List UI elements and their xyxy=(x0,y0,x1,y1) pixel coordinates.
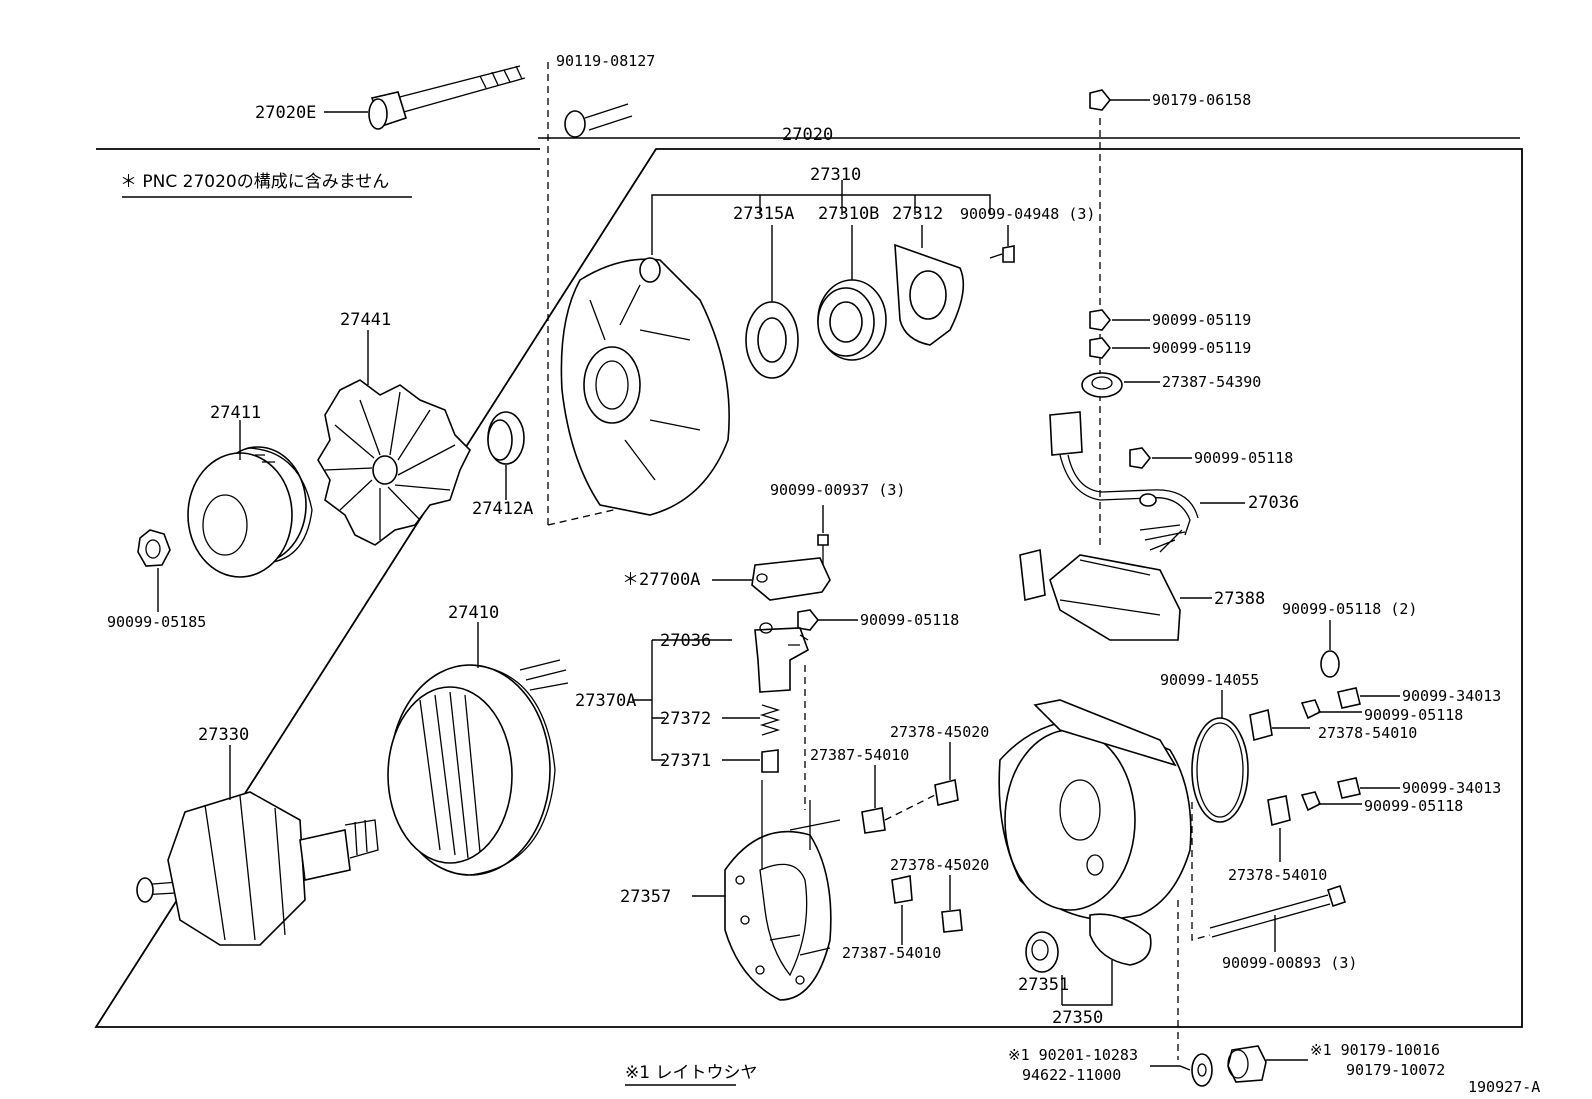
label-90099-34013-b: 90099-34013 xyxy=(1402,779,1501,797)
stator-27410 xyxy=(387,659,569,876)
nut-90099-05185 xyxy=(137,529,171,612)
bushing-27378-54010-b xyxy=(1267,795,1291,827)
nut-90099-05118-a xyxy=(1129,447,1152,469)
note-not-included: ＊ PNC 27020の構成に含みません xyxy=(120,172,389,192)
o-ring-90099-14055 xyxy=(1191,717,1249,823)
label-90099-14055: 90099-14055 xyxy=(1160,671,1259,689)
label-90179-10072: 90179-10072 xyxy=(1346,1061,1445,1079)
label-90099-05118-d: 90099-05118 xyxy=(1364,706,1463,724)
label-27387-54010-a: 27387-54010 xyxy=(810,746,909,764)
label-27312: 27312 xyxy=(892,204,943,224)
label-27036-b: 27036 xyxy=(660,631,711,651)
rectifier-27357 xyxy=(724,780,841,1001)
label-27387-54010-b: 27387-54010 xyxy=(842,944,941,962)
label-90099-05118-a: 90099-05118 xyxy=(1194,449,1293,467)
label-27412A: 27412A xyxy=(472,499,533,519)
label-27036-a: 27036 xyxy=(1248,493,1299,513)
rectifier-end-frame-27350 xyxy=(998,699,1192,966)
label-27020: 27020 xyxy=(782,125,833,145)
spring-27372 xyxy=(759,704,781,736)
nut-90099-05119-a xyxy=(1089,309,1112,331)
label-90099-00937: 90099-00937 (3) xyxy=(770,481,905,499)
label-90099-05118-c: 90099-05118 (2) xyxy=(1282,600,1417,618)
label-90179-06158: 90179-06158 xyxy=(1152,91,1251,109)
label-90099-05118-b: 90099-05118 xyxy=(860,611,959,629)
label-27372: 27372 xyxy=(660,709,711,729)
retainer-plate-27312 xyxy=(894,225,965,346)
nut-90099-05118-d xyxy=(1300,699,1322,720)
rear-cover-27388 xyxy=(1019,549,1181,641)
rotor-27330 xyxy=(136,791,379,946)
label-90119-08127: 90119-08127 xyxy=(556,52,655,70)
label-27330: 27330 xyxy=(198,725,249,745)
insulator-27387-54010-a xyxy=(861,807,886,834)
label-27700A: ＊27700A xyxy=(622,570,700,590)
collar-27412A xyxy=(487,411,525,500)
brush-holder-27036 xyxy=(754,622,809,693)
brush-27371 xyxy=(761,749,779,773)
drive-end-frame-27310 xyxy=(560,257,730,516)
screw-90099-04948 xyxy=(989,225,1015,263)
label-90179-10016: ※1 90179-10016 xyxy=(1310,1041,1440,1059)
bushing-27378-54010-a xyxy=(1249,708,1273,742)
note-frozen-type: ※1 レイトウシヤ xyxy=(625,1063,757,1083)
label-27387-54390: 27387-54390 xyxy=(1162,373,1261,391)
label-27357: 27357 xyxy=(620,887,671,907)
label-27371: 27371 xyxy=(660,751,711,771)
washer-90099-05118-c xyxy=(1320,650,1340,678)
nut-90099-34013-b xyxy=(1337,777,1361,799)
nut-90099-34013-a xyxy=(1337,687,1361,709)
bushing-27351 xyxy=(1025,931,1059,973)
label-27350: 27350 xyxy=(1052,1008,1103,1028)
label-27411: 27411 xyxy=(210,403,261,423)
label-27310B: 27310B xyxy=(818,204,879,224)
label-90099-04948: 90099-04948 (3) xyxy=(960,205,1095,223)
label-27378-45020-a: 27378-45020 xyxy=(890,723,989,741)
label-27020E: 27020E xyxy=(255,103,316,123)
insulator-27387-54010-b xyxy=(891,875,913,904)
regulator-27700A xyxy=(751,557,831,601)
label-90099-05118-e: 90099-05118 xyxy=(1364,797,1463,815)
label-90099-34013-a: 90099-34013 xyxy=(1402,687,1501,705)
nut-90099-05118-b xyxy=(797,609,820,631)
label-27441: 27441 xyxy=(340,310,391,330)
washer-90201-10283 xyxy=(1191,1053,1213,1087)
label-27370A: 27370A xyxy=(575,691,636,711)
label-90201-10283: ※1 90201-10283 xyxy=(1008,1046,1138,1064)
figure-code: 190927-A xyxy=(1468,1078,1540,1096)
label-27315A: 27315A xyxy=(733,204,794,224)
label-27378-54010-a: 27378-54010 xyxy=(1318,724,1417,742)
label-27351: 27351 xyxy=(1018,975,1069,995)
label-27410: 27410 xyxy=(448,603,499,623)
label-90099-05119-a: 90099-05119 xyxy=(1152,311,1251,329)
bearing-27310B xyxy=(817,225,887,361)
fan-27441 xyxy=(317,379,471,546)
dashline-bolt-rear xyxy=(1191,802,1211,941)
label-90099-05119-b: 90099-05119 xyxy=(1152,339,1251,357)
nut-90179-10016 xyxy=(1227,1045,1267,1083)
label-27310: 27310 xyxy=(810,165,861,185)
bolt-90099-00893 xyxy=(1209,884,1346,938)
nut-90179-06158 xyxy=(1089,89,1112,111)
label-27378-54010-b: 27378-54010 xyxy=(1228,866,1327,884)
label-90099-05185: 90099-05185 xyxy=(107,613,206,631)
insulator-27387-54390 xyxy=(1081,372,1123,398)
nut-90099-05119-b xyxy=(1089,337,1112,359)
assembly-frame xyxy=(94,148,1523,1028)
nut-90099-05118-e xyxy=(1300,791,1322,812)
label-27388: 27388 xyxy=(1214,589,1265,609)
bolt-90119-08127 xyxy=(564,103,633,138)
spacer-27315A xyxy=(745,225,799,379)
label-90099-00893: 90099-00893 (3) xyxy=(1222,954,1357,972)
label-27378-45020-b: 27378-45020 xyxy=(890,856,989,874)
wire-harness-27036 xyxy=(1049,411,1199,553)
bushing-27378-45020-b xyxy=(941,909,963,933)
through-bolt-27020E xyxy=(368,65,526,130)
pulley-27411 xyxy=(187,446,313,578)
bushing-27378-45020-a xyxy=(934,779,959,806)
screw-90099-00937 xyxy=(817,505,829,565)
label-94622-11000: 94622-11000 xyxy=(1022,1066,1121,1084)
